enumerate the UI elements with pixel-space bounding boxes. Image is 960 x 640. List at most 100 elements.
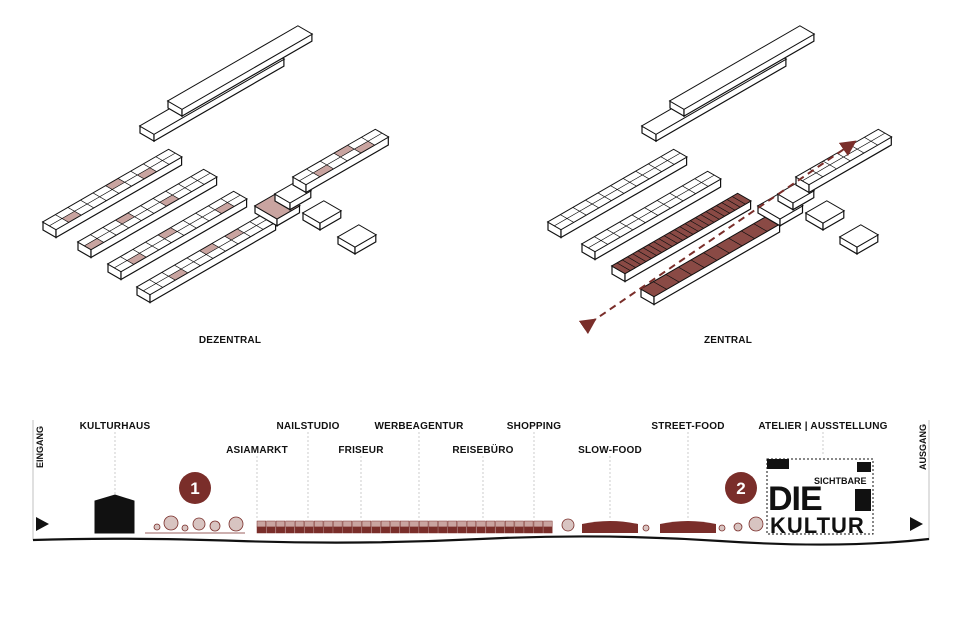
shop-unit-top — [361, 520, 372, 528]
shop-unit-top — [457, 520, 467, 528]
shop-unit-top — [447, 520, 457, 528]
label-shopping: SHOPPING — [507, 421, 561, 432]
shop-unit-base — [505, 526, 515, 534]
timeline: EINGANG AUSGANG KULTURHAUS ASIAMARKT NAI… — [32, 420, 930, 546]
shop-unit-top — [466, 520, 477, 528]
marker-2 — [725, 472, 757, 504]
shop-unit-base — [485, 526, 496, 534]
plan-left-row-4 — [135, 213, 278, 304]
plan-right-row-right — [794, 128, 893, 194]
shop-unit-top — [505, 520, 515, 528]
plan-left-small-3 — [336, 224, 378, 255]
shop-unit-base — [266, 526, 276, 534]
shop-unit-base — [447, 526, 457, 534]
trees-group-1 — [153, 515, 244, 532]
shop-unit-base — [466, 526, 477, 534]
trees-group-2 — [561, 516, 764, 532]
shop-unit-top — [514, 520, 524, 528]
shop-unit-top — [256, 520, 266, 528]
shop-unit-top — [323, 520, 333, 528]
plan-left-row-3 — [106, 190, 249, 281]
dezentral-plan — [41, 25, 390, 304]
shop-unit-base — [495, 526, 505, 534]
shop-unit-top — [342, 520, 352, 528]
shop-unit-base — [543, 526, 553, 534]
logo-word-bottom: KULTUR — [770, 513, 865, 538]
shop-unit-top — [371, 520, 381, 528]
shop-unit-top — [333, 520, 343, 528]
circulation-arrow — [578, 140, 857, 335]
shop-unit-base — [275, 526, 286, 534]
plan-right-small-3 — [804, 200, 846, 231]
shop-unit-top — [399, 520, 410, 528]
kulturhaus-building — [94, 494, 135, 534]
shop-unit-base — [314, 526, 324, 534]
shop-unit-top — [390, 520, 400, 528]
shop-unit-base — [294, 526, 305, 534]
logo-block-top-right — [857, 462, 871, 472]
ground-line — [32, 535, 930, 546]
label-werbeagentur: WERBEAGENTUR — [374, 421, 464, 432]
shop-unit-top — [275, 520, 286, 528]
shop-unit-base — [409, 526, 419, 534]
slow-food-pavilion — [582, 521, 638, 533]
marker-1-number: 1 — [190, 479, 199, 498]
dezentral-label: DEZENTRAL — [199, 335, 261, 346]
shop-unit-top — [266, 520, 276, 528]
plan-left-long-bar-2 — [166, 25, 314, 118]
shop-unit-base — [457, 526, 467, 534]
shop-unit-top — [294, 520, 305, 528]
logo-block-middle — [855, 489, 871, 511]
shop-unit-top — [285, 520, 295, 528]
shop-unit-top — [476, 520, 486, 528]
shop-unit-base — [428, 526, 438, 534]
shop-unit-base — [380, 526, 391, 534]
shop-unit-top — [524, 520, 534, 528]
shop-unit-top — [409, 520, 419, 528]
plan-right-long-bar-2 — [668, 25, 816, 118]
shop-unit-base — [352, 526, 362, 534]
shop-unit-base — [371, 526, 381, 534]
shop-strip — [256, 520, 553, 534]
shop-unit-top — [533, 520, 543, 528]
entrance-arrow-icon — [36, 517, 49, 531]
plan-right-small-4 — [838, 224, 880, 255]
shop-unit-top — [352, 520, 362, 528]
shop-unit-top — [314, 520, 324, 528]
shop-unit-base — [390, 526, 400, 534]
label-kulturhaus: KULTURHAUS — [80, 421, 151, 432]
plan-left-row-1 — [41, 148, 184, 239]
exit-label: AUSGANG — [918, 424, 928, 470]
label-asiamarkt: ASIAMARKT — [226, 445, 288, 456]
label-slow-food: SLOW-FOOD — [578, 445, 642, 456]
shop-unit-base — [333, 526, 343, 534]
marker-1 — [179, 472, 211, 504]
shop-unit-base — [476, 526, 486, 534]
zentral-plan — [546, 25, 893, 306]
shop-unit-base — [399, 526, 410, 534]
shop-unit-top — [543, 520, 553, 528]
plan-left-row-right — [291, 128, 390, 194]
entrance-label: EINGANG — [35, 426, 45, 468]
plan-left-small-2 — [301, 200, 343, 231]
shop-unit-base — [438, 526, 448, 534]
label-friseur: FRISEUR — [338, 445, 384, 456]
shop-unit-base — [342, 526, 352, 534]
shop-unit-top — [485, 520, 496, 528]
label-reisebuero: REISEBÜRO — [452, 443, 513, 456]
street-food-pavilion — [660, 521, 716, 533]
label-atelier: ATELIER | AUSSTELLUNG — [758, 421, 887, 432]
shop-unit-base — [361, 526, 372, 534]
shop-unit-top — [419, 520, 429, 528]
exit-arrow-icon — [910, 517, 923, 531]
label-nailstudio: NAILSTUDIO — [276, 421, 339, 432]
shop-unit-base — [304, 526, 314, 534]
logo-block-top-left — [767, 459, 789, 469]
label-street-food: STREET-FOOD — [651, 421, 724, 432]
shop-unit-base — [419, 526, 429, 534]
plan-left-row-2 — [76, 168, 219, 259]
shop-unit-base — [256, 526, 266, 534]
marker-2-number: 2 — [736, 479, 745, 498]
shop-unit-base — [514, 526, 524, 534]
